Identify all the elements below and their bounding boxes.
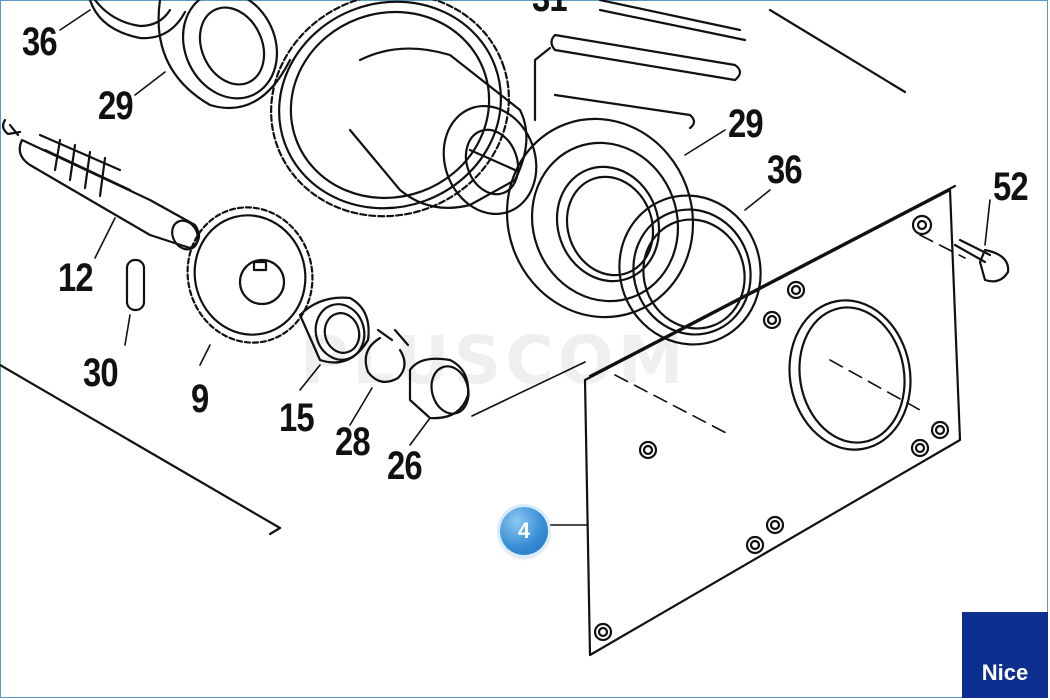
top-left-bearing-stack [88, 0, 292, 110]
base-outline-lines [0, 8, 907, 536]
part-label-9: 9 [191, 377, 209, 421]
key-bars [550, 0, 747, 130]
circlip-28 [364, 328, 410, 383]
mounting-plate [583, 184, 962, 657]
bearing-15 [298, 296, 370, 364]
bearing-29 [505, 117, 695, 319]
part-label-36: 36 [22, 20, 58, 64]
pinion-shaft [1, 118, 201, 251]
center-line [614, 234, 966, 436]
large-gear [270, 0, 538, 218]
part-label-52: 52 [993, 165, 1029, 209]
part-label-29: 29 [98, 84, 134, 128]
part-label-12: 12 [58, 256, 94, 300]
pin-30 [125, 258, 146, 312]
screw-52 [953, 238, 1010, 283]
seal-36 [618, 194, 762, 346]
brand-name: Nice [981, 660, 1029, 685]
part-label-36: 36 [767, 148, 803, 192]
brand-logo: Nice [962, 612, 1048, 698]
small-gear [186, 206, 314, 344]
part-label-28: 28 [335, 420, 371, 464]
part-label-30: 30 [83, 351, 119, 395]
leader-lines [59, 9, 991, 526]
part-callout-4[interactable]: 4 [500, 507, 548, 555]
bushing-26 [408, 357, 470, 420]
part-label-29: 29 [728, 102, 764, 146]
part-label-31: 31 [532, 0, 568, 18]
part-label-15: 15 [279, 396, 315, 440]
part-label-26: 26 [387, 444, 423, 488]
watermark: PLUSCOM [300, 322, 688, 399]
